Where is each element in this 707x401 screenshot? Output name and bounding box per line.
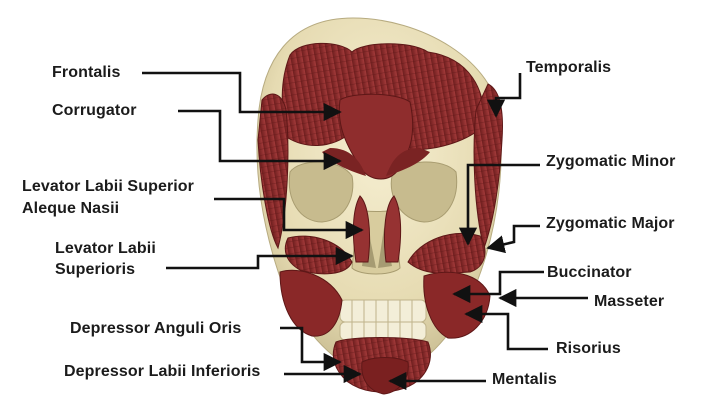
label-masseter: Masseter bbox=[594, 292, 664, 312]
leader-zygomatic-major bbox=[488, 226, 540, 248]
label-levator-nasi-line1: Levator Labii Superior bbox=[22, 177, 194, 197]
label-depressor-labii-inferioris: Depressor Labii Inferioris bbox=[64, 362, 260, 382]
label-buccinator: Buccinator bbox=[547, 263, 632, 283]
label-zygomatic-minor: Zygomatic Minor bbox=[546, 152, 676, 172]
label-levator-superioris-line2: Superioris bbox=[55, 260, 135, 280]
label-temporalis: Temporalis bbox=[526, 58, 611, 78]
label-risorius: Risorius bbox=[556, 339, 621, 359]
label-depressor-anguli-oris: Depressor Anguli Oris bbox=[70, 319, 241, 339]
teeth bbox=[340, 300, 426, 340]
label-mentalis: Mentalis bbox=[492, 370, 557, 390]
label-levator-nasi-line2: Aleque Nasii bbox=[22, 199, 119, 219]
label-levator-superioris-line1: Levator Labii bbox=[55, 239, 156, 259]
label-zygomatic-major: Zygomatic Major bbox=[546, 214, 675, 234]
label-frontalis: Frontalis bbox=[52, 63, 120, 83]
label-corrugator: Corrugator bbox=[52, 101, 137, 121]
